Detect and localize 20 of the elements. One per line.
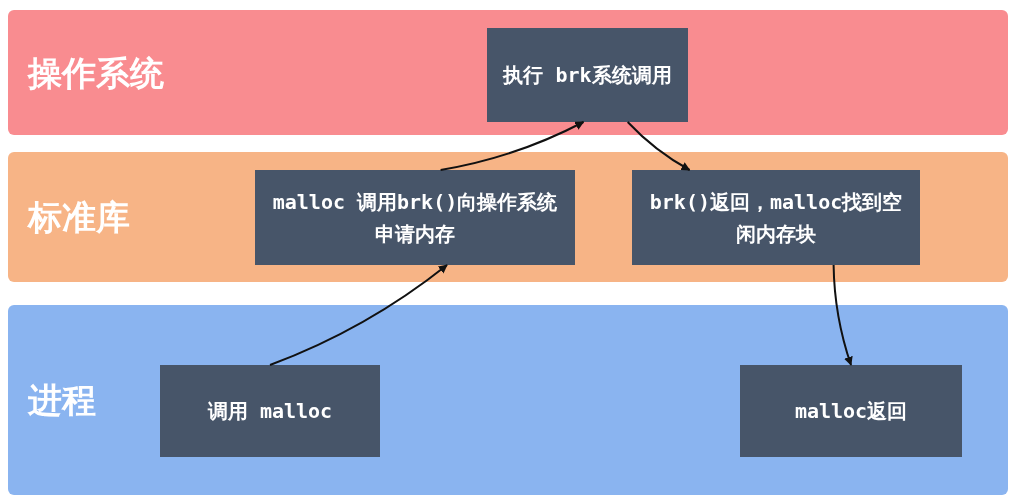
arrow bbox=[626, 121, 691, 171]
layer-title: 标准库 bbox=[28, 200, 130, 234]
layer-band bbox=[8, 10, 1008, 135]
layer-title: 进程 bbox=[28, 383, 96, 417]
box-text: malloc 调用brk()向操作系统申请内存 bbox=[271, 188, 559, 248]
arrow bbox=[439, 121, 585, 171]
process-box bbox=[487, 28, 688, 122]
layer-band bbox=[8, 305, 1008, 495]
process-box bbox=[160, 365, 380, 457]
arrow bbox=[269, 264, 448, 366]
box-text: brk()返回，malloc找到空闲内存块 bbox=[648, 188, 904, 248]
layer-band bbox=[8, 152, 1008, 282]
arrow bbox=[832, 264, 853, 366]
layer-title: 操作系统 bbox=[28, 55, 164, 90]
process-box bbox=[740, 365, 962, 457]
box-text: 调用 malloc bbox=[207, 398, 333, 425]
process-box bbox=[255, 170, 575, 265]
process-box bbox=[632, 170, 920, 265]
box-text: 执行 brk系统调用 bbox=[503, 62, 672, 89]
box-text: malloc返回 bbox=[794, 398, 908, 425]
